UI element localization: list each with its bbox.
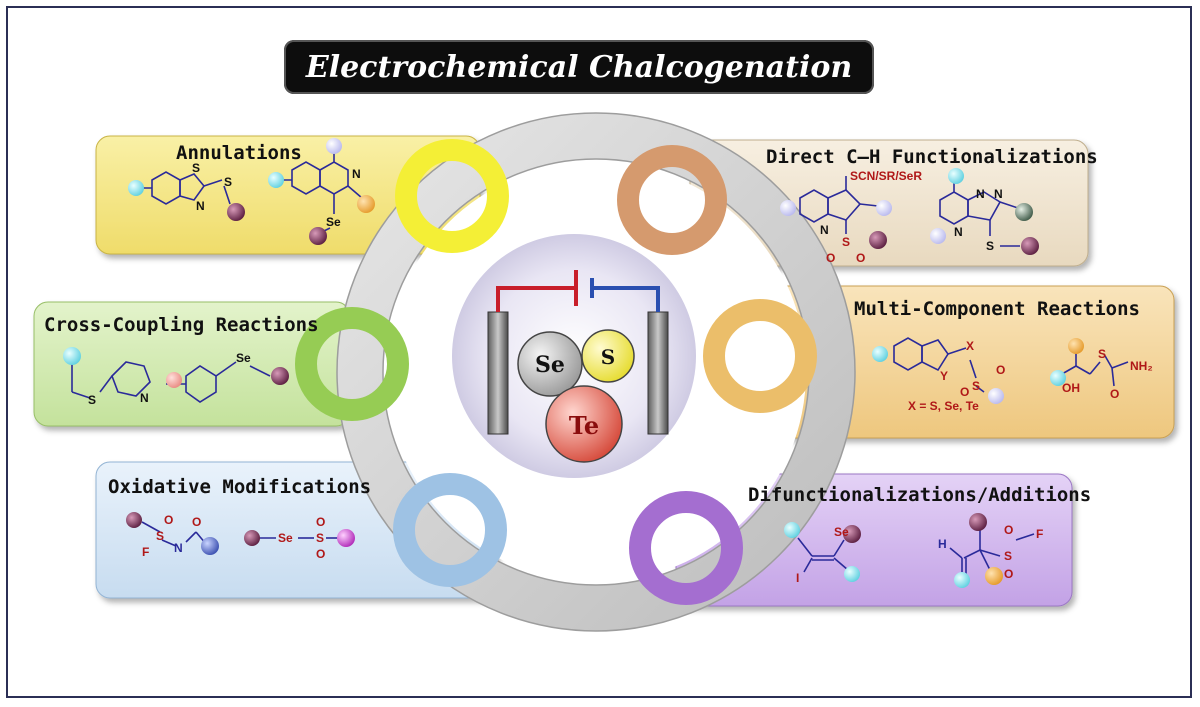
s-sphere xyxy=(581,329,635,383)
se-symbol: Se xyxy=(535,352,565,378)
direct-ch-label-6: N xyxy=(994,187,1003,201)
multi-component-label-4: O xyxy=(960,385,969,399)
direct-ch-label-7: N xyxy=(954,225,963,239)
multi-component-label-1: Y xyxy=(940,369,948,383)
cross-coupling-label-0: S xyxy=(88,393,96,407)
cross-coupling-title: Cross-Coupling Reactions xyxy=(44,314,319,336)
annulations-label-0: S xyxy=(192,161,200,175)
wire-red xyxy=(496,286,576,312)
title-banner: Electrochemical Chalcogenation xyxy=(284,40,874,94)
multi-component-label-3: O xyxy=(996,363,1005,377)
difunctionalizations-label-4: O xyxy=(1004,523,1013,537)
difunctionalizations-label-3: S xyxy=(1004,549,1012,563)
direct-ch-label-1: N xyxy=(820,223,829,237)
electrode-right xyxy=(647,311,669,435)
oxidative-title: Oxidative Modifications xyxy=(108,476,372,498)
direct-ch-label-5: N xyxy=(976,187,985,201)
direct-ch-label-0: SCN/SR/SeR xyxy=(850,169,922,183)
direct-ch-label-3: O xyxy=(826,251,835,265)
electrode-left xyxy=(487,311,509,435)
oxidative-label-4: O xyxy=(192,515,201,529)
annulations-molecules xyxy=(130,150,363,235)
multi-component-label-2: S xyxy=(972,379,980,393)
direct-ch-label-2: S xyxy=(842,235,850,249)
direct-ch-molecules xyxy=(799,176,1020,247)
direct-ch-label-4: O xyxy=(856,251,865,265)
oxidative-label-1: O xyxy=(164,513,173,527)
arc-brown xyxy=(617,145,727,255)
annulations-title: Annulations xyxy=(176,142,302,164)
difunctionalizations-label-0: Se xyxy=(834,525,849,539)
difunctionalizations-title: Difunctionalizations/Additions xyxy=(748,484,1092,506)
s-symbol: S xyxy=(601,345,615,369)
wire-blue xyxy=(592,286,660,312)
oxidative-label-3: N xyxy=(174,541,183,555)
difunctionalizations-molecules xyxy=(797,530,1035,574)
annulations-label-3: N xyxy=(352,167,361,181)
cross-coupling-label-2: Se xyxy=(236,351,251,365)
difunctionalizations-label-5: O xyxy=(1004,567,1013,581)
arc-purple xyxy=(629,491,743,605)
oxidative-label-6: S xyxy=(316,531,324,545)
annulations-label-1: N xyxy=(196,199,205,213)
se-sphere xyxy=(517,331,583,397)
difunctionalizations-label-1: I xyxy=(796,571,799,585)
multi-component-label-5: X = S, Se, Te xyxy=(908,399,979,413)
page-title: Electrochemical Chalcogenation xyxy=(305,49,853,85)
difunctionalizations-label-6: F xyxy=(1036,527,1043,541)
oxidative-label-2: F xyxy=(142,545,149,559)
figure-frame xyxy=(6,6,1192,698)
oxidative-label-5: Se xyxy=(278,531,293,545)
oxidative-label-0: S xyxy=(156,529,164,543)
arc-orange xyxy=(703,299,817,413)
outer-ring xyxy=(337,113,855,631)
multi-component-label-9: OH xyxy=(1062,381,1080,395)
difunctionalizations-label-2: H xyxy=(938,537,947,551)
multi-component-label-6: S xyxy=(1098,347,1106,361)
arc-yellow xyxy=(395,139,509,253)
annulations-label-4: Se xyxy=(326,215,341,229)
multi-component-label-0: X xyxy=(966,339,974,353)
te-sphere xyxy=(545,385,623,463)
annulations-label-2: S xyxy=(224,175,232,189)
direct-ch-label-8: S xyxy=(986,239,994,253)
oxidative-label-7: O xyxy=(316,515,325,529)
direct-ch-title: Direct C–H Functionalizations xyxy=(766,146,1098,168)
cross-coupling-label-1: N xyxy=(140,391,149,405)
multi-component-label-7: NH₂ xyxy=(1130,359,1153,373)
oxidative-label-8: O xyxy=(316,547,325,561)
arc-blue xyxy=(393,473,507,587)
te-symbol: Te xyxy=(569,411,599,440)
multi-component-title: Multi-Component Reactions xyxy=(854,298,1140,320)
arc-green xyxy=(295,307,409,421)
multi-component-label-8: O xyxy=(1110,387,1119,401)
